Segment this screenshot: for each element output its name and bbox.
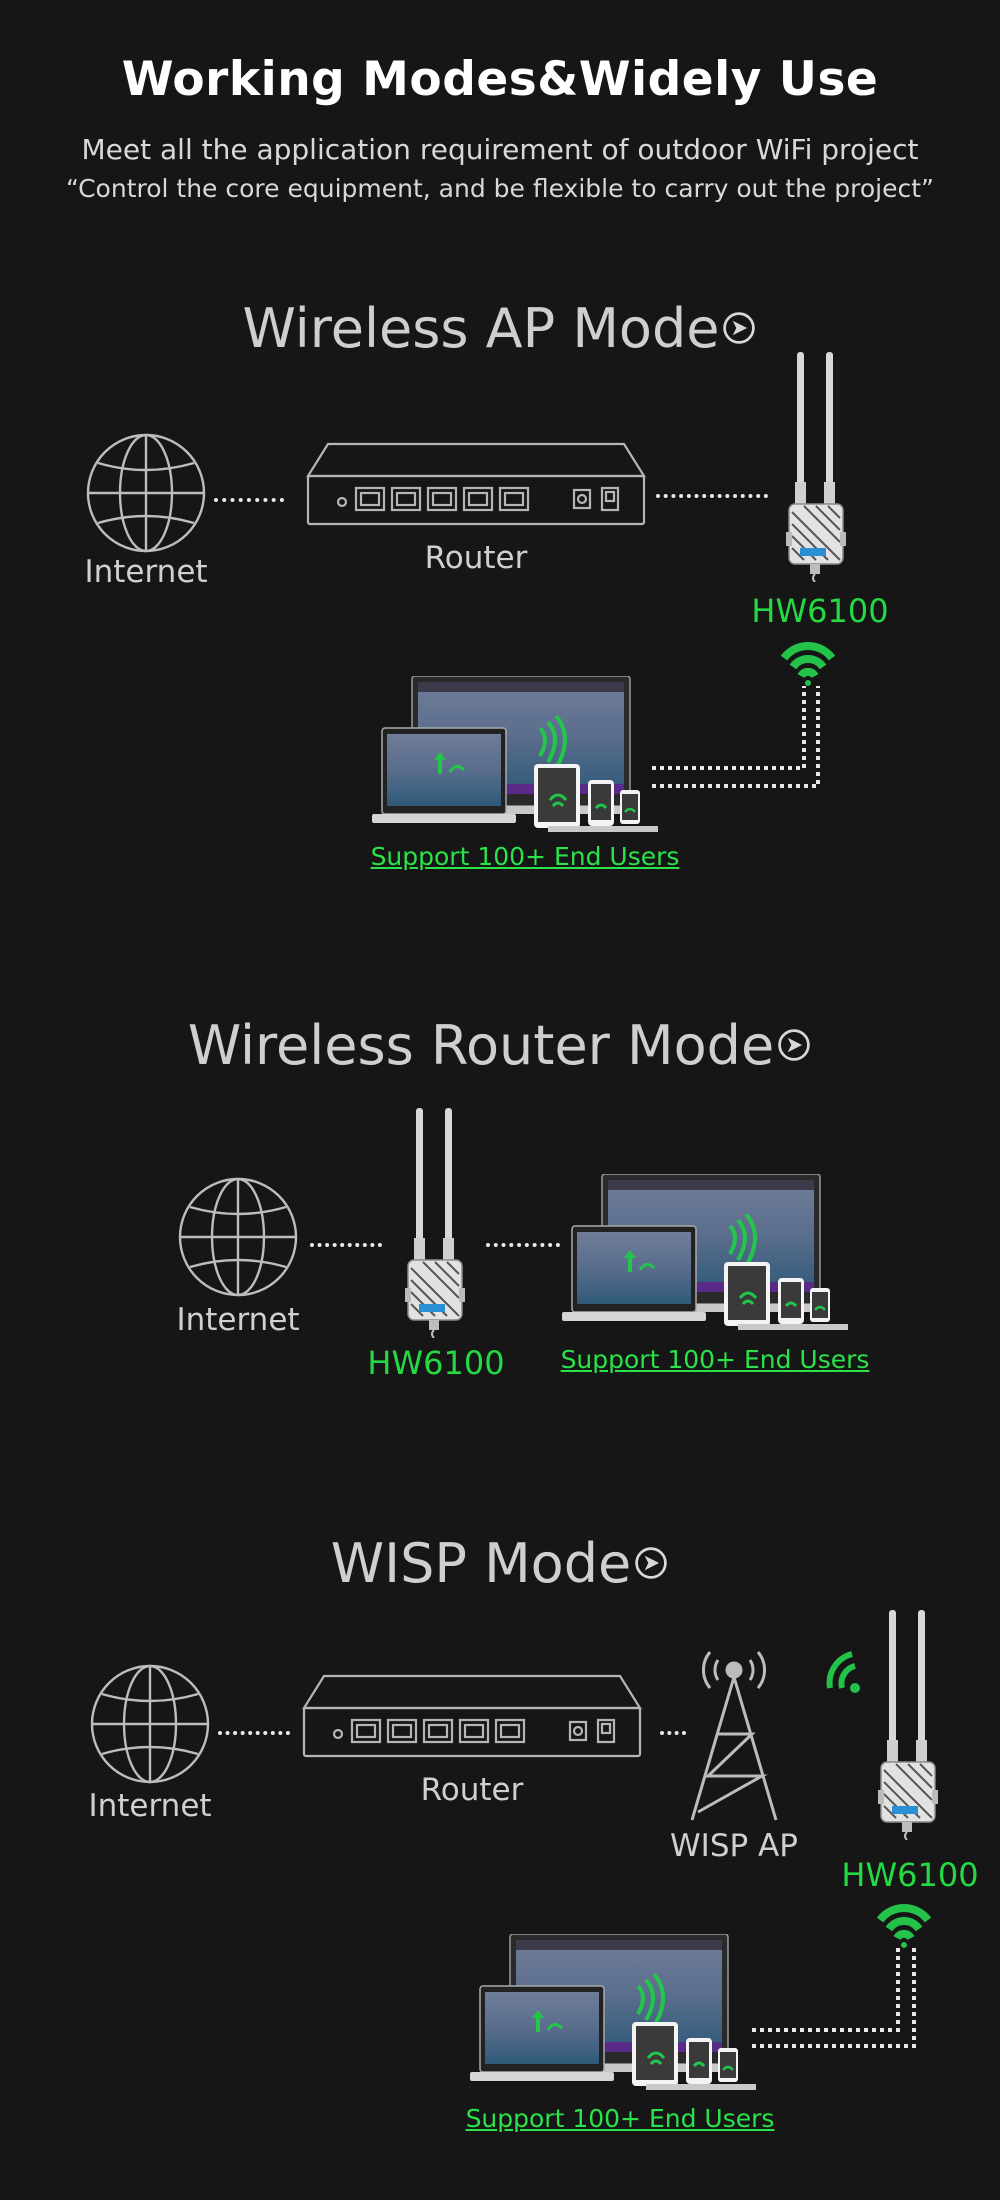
access-point-icon xyxy=(786,352,850,582)
devices-icon xyxy=(470,1934,760,2094)
tower-icon xyxy=(674,1642,794,1822)
connection-line xyxy=(218,1731,290,1735)
globe-icon xyxy=(84,431,208,555)
dotted-link xyxy=(752,1946,916,2048)
end-users-link[interactable]: Support 100+ End Users xyxy=(465,2104,775,2133)
mode-title-ap: Wireless AP Mode xyxy=(0,297,1000,360)
router-label: Router xyxy=(420,1772,524,1808)
arrow-circle-icon xyxy=(776,1027,812,1063)
page-quote: “Control the core equipment, and be flex… xyxy=(66,174,934,203)
mode-title-wisp: WISP Mode xyxy=(0,1532,1000,1595)
internet-label: Internet xyxy=(84,554,208,590)
wifi-signal-icon xyxy=(778,640,838,686)
end-users-link[interactable]: Support 100+ End Users xyxy=(370,842,680,871)
arrow-circle-icon xyxy=(721,310,757,346)
internet-label: Internet xyxy=(176,1302,300,1338)
connection-line xyxy=(214,498,284,502)
globe-icon xyxy=(88,1662,212,1786)
device-label: HW6100 xyxy=(751,592,889,630)
internet-label: Internet xyxy=(88,1788,212,1824)
mode-title-router: Wireless Router Mode xyxy=(0,1014,1000,1077)
globe-icon xyxy=(176,1175,300,1299)
mode-title-text: Wireless Router Mode xyxy=(187,1014,775,1077)
page-title: Working Modes&Widely Use xyxy=(121,52,879,107)
access-point-icon xyxy=(878,1610,942,1840)
wifi-signal-icon xyxy=(822,1650,862,1696)
device-label: HW6100 xyxy=(841,1856,979,1894)
connection-line xyxy=(656,494,768,498)
wisp-ap-label: WISP AP xyxy=(670,1828,798,1864)
connection-line xyxy=(310,1243,382,1247)
mode-title-text: WISP Mode xyxy=(330,1532,632,1595)
arrow-circle-icon xyxy=(633,1545,669,1581)
dotted-link xyxy=(652,686,820,788)
devices-icon xyxy=(562,1174,852,1334)
mode-title-text: Wireless AP Mode xyxy=(242,297,720,360)
router-icon xyxy=(302,1672,642,1762)
connection-line xyxy=(486,1243,560,1247)
access-point-icon xyxy=(405,1108,469,1338)
devices-icon xyxy=(372,676,662,836)
end-users-link[interactable]: Support 100+ End Users xyxy=(560,1345,870,1374)
router-label: Router xyxy=(424,540,528,576)
router-icon xyxy=(306,440,646,530)
device-label: HW6100 xyxy=(367,1344,505,1382)
page-subtitle: Meet all the application requirement of … xyxy=(81,133,919,166)
connection-line xyxy=(660,1731,686,1735)
